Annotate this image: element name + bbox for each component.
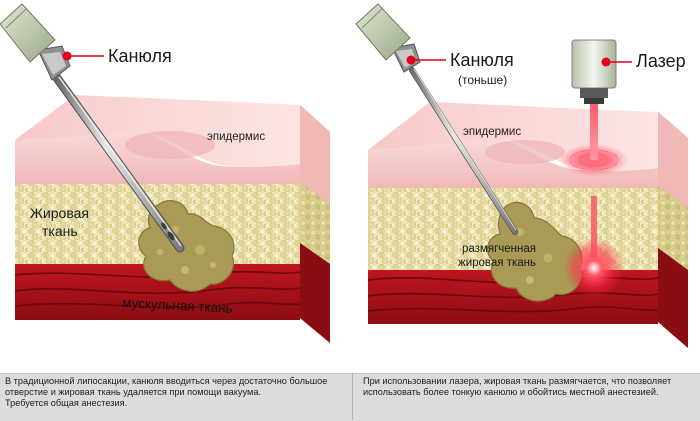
caption-divider	[352, 373, 353, 420]
softened-fat-label-line2: жировая ткань	[458, 257, 536, 269]
left-fat-label-line2: ткань	[42, 223, 78, 239]
right-cannula-label: Канюля	[450, 50, 514, 70]
left-epidermis-label: эпидермис	[207, 131, 265, 143]
left-caption-line: В традиционной липосакции, канюля вводит…	[5, 376, 328, 386]
softened-fat-label-line1: размягченная	[462, 243, 536, 255]
right-cannula-leader	[406, 55, 446, 65]
left-cannula-leader	[62, 51, 104, 61]
right-cannula-note: (тоньше)	[458, 73, 507, 87]
left-caption: В традиционной липосакции, канюля вводит…	[5, 376, 345, 409]
left-fat-label-line1: Жировая	[30, 205, 89, 221]
right-epidermis-label: эпидермис	[463, 126, 521, 138]
liposuction-diagram: Канюля эпидермис Жировая ткань мускульна…	[0, 3, 688, 348]
right-cannula	[355, 3, 518, 235]
muscle-label: мускульная ткань	[122, 295, 233, 316]
right-caption-line: При использовании лазера, жировая ткань …	[363, 376, 672, 386]
left-cannula	[0, 3, 185, 253]
right-caption-line: использовать более тонкую канюлю и обойт…	[363, 387, 659, 397]
left-caption-line: отверстие и жировая ткань удаляется при …	[5, 387, 261, 397]
right-caption: При использовании лазера, жировая ткань …	[363, 376, 698, 398]
laser-beam	[590, 102, 598, 258]
right-tissue-block	[367, 102, 688, 348]
laser-device	[571, 39, 617, 104]
left-cannula-label: Канюля	[108, 46, 172, 66]
laser-label: Лазер	[636, 51, 686, 71]
left-caption-line: Требуется общая анестезия.	[5, 398, 128, 408]
caption-bar	[0, 373, 700, 421]
laser-focus-glow	[564, 238, 624, 298]
